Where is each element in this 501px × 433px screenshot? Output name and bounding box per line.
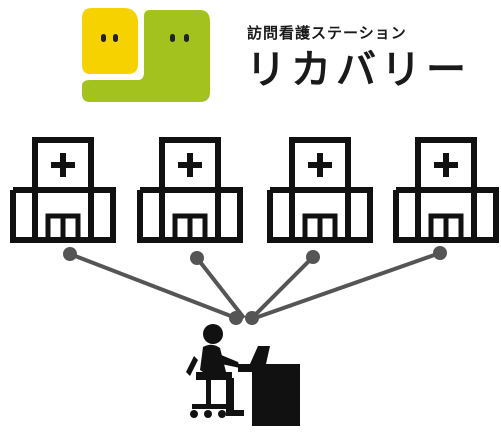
hospital-building-icon [13, 140, 113, 240]
office-worker-at-desk-icon [186, 324, 300, 426]
node-dot [63, 247, 77, 261]
connection-lines [69, 251, 441, 320]
hospital-building-icon [270, 140, 370, 240]
node-dot [433, 246, 447, 260]
hospital-building-icon [140, 140, 240, 240]
node-dot [190, 251, 204, 265]
logo-eye [113, 34, 118, 42]
logo-yellow-block [82, 8, 138, 74]
connection-line [250, 255, 315, 320]
connection-dots [63, 246, 447, 325]
logo-eye [170, 34, 175, 42]
hospital-building-icon [396, 140, 496, 240]
node-dot [306, 250, 320, 264]
brand-name: リカバリー [246, 47, 471, 93]
connection-line [69, 252, 237, 320]
logo-mark [82, 8, 210, 102]
logo-eye [101, 34, 106, 42]
connection-line [195, 256, 246, 320]
logo-eye [184, 34, 189, 42]
hub-dot [229, 311, 243, 325]
hub-dot [245, 311, 259, 325]
logo-green-block [82, 10, 210, 102]
brand-subtitle: 訪問看護ステーション [247, 24, 407, 42]
connection-line [254, 251, 441, 320]
